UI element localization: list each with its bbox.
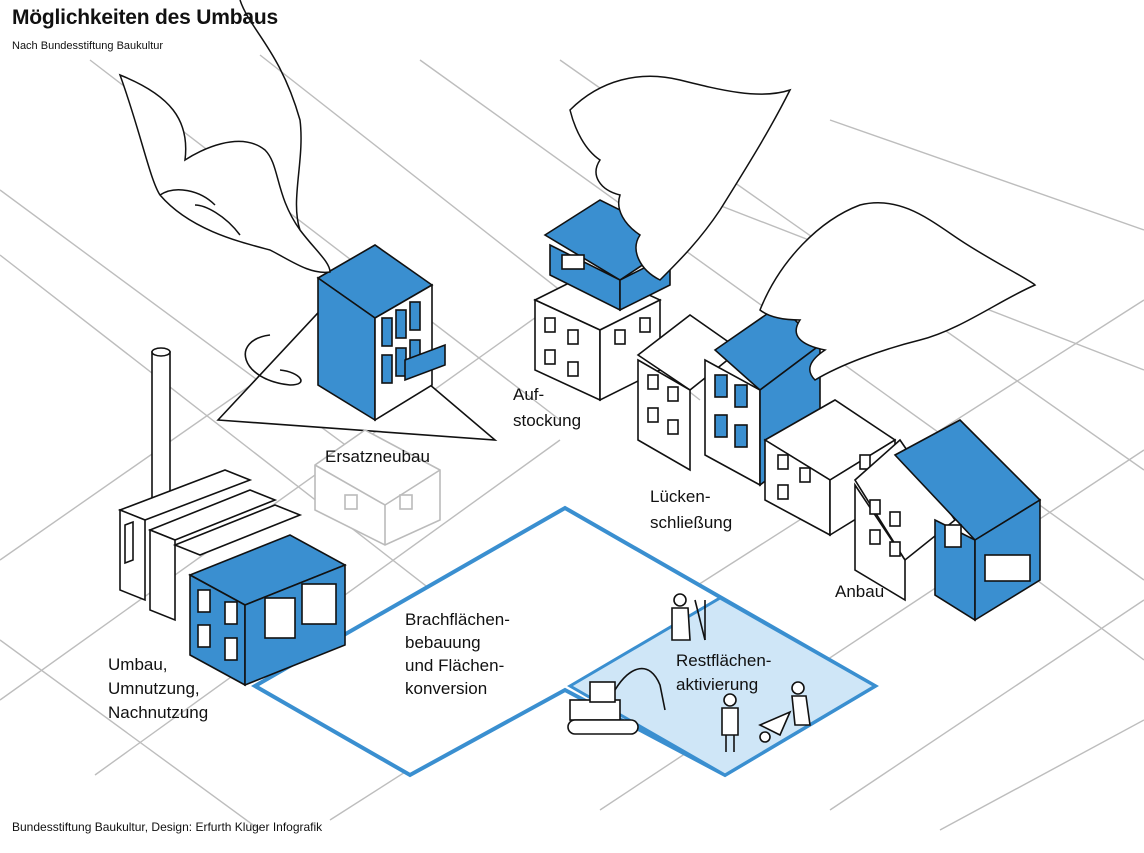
- hand-right: [759, 202, 1037, 381]
- construction-figures: [567, 593, 811, 752]
- page-title: Möglichkeiten des Umbaus: [12, 6, 278, 29]
- hand-middle: [569, 75, 792, 281]
- factory-building: [117, 347, 347, 687]
- label-ersatzneubau: Ersatzneubau: [325, 447, 430, 466]
- label-umbau: Umbau,Umnutzung,Nachnutzung: [108, 655, 208, 722]
- source-credit: Bundesstiftung Baukultur, Design: Erfurt…: [12, 820, 323, 834]
- label-aufstockung: Auf-stockung: [513, 385, 581, 430]
- ersatzneubau-tower: [316, 244, 446, 422]
- ghost-house: [314, 429, 441, 546]
- restflaechen-parcel: [567, 596, 878, 777]
- label-lueckenschliessung: Lücken-schließung: [650, 487, 732, 532]
- hand-left: [118, 0, 331, 274]
- label-restflaechen: Restflächen-aktivierung: [676, 651, 771, 694]
- anbau-house: [853, 419, 1042, 622]
- labels: Ersatzneubau Auf-stockung Lücken-schließ…: [108, 385, 884, 722]
- page-subtitle: Nach Bundesstiftung Baukultur: [12, 40, 164, 52]
- label-anbau: Anbau: [835, 582, 884, 601]
